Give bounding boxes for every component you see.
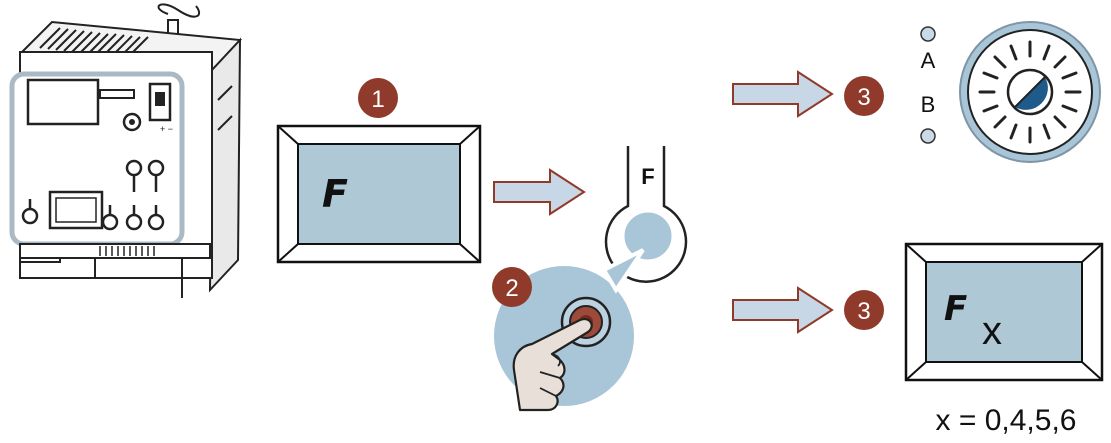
arrow-to-display-2 [732,286,834,334]
plc-module-icon: + − [9,3,243,298]
display-2-subscript: x [982,309,1002,353]
rotary-dial-icon [959,21,1101,163]
led-b-icon [920,128,936,144]
display-1-text: F [322,172,348,216]
step-badge-3-bottom: 3 [844,290,884,330]
f-button: F [604,146,688,283]
led-a-label: A [921,48,936,73]
arrow-to-button [493,168,586,216]
footnote: x = 0,4,5,6 [936,404,1077,437]
display-panel-1: F [276,124,482,264]
step-badge-3-top: 3 [844,76,884,116]
step-badge-3-bottom-label: 3 [857,298,870,325]
led-indicators: A B [920,26,936,144]
step-badge-2-label: 2 [505,275,518,302]
step-badge-1-label: 1 [371,86,384,113]
f-button-label: F [641,164,654,189]
pointing-hand-icon [512,318,593,412]
step-badge-2: 2 [492,267,532,307]
display-2-letter: F [944,289,967,329]
step-badge-3-top-label: 3 [857,84,870,111]
display-panel-2: F x [904,242,1104,382]
led-a-icon [920,26,936,42]
step-badge-1: 1 [358,78,398,118]
arrow-to-dial [732,70,834,118]
led-b-label: B [921,92,936,117]
svg-text:+ −: + − [160,124,173,134]
